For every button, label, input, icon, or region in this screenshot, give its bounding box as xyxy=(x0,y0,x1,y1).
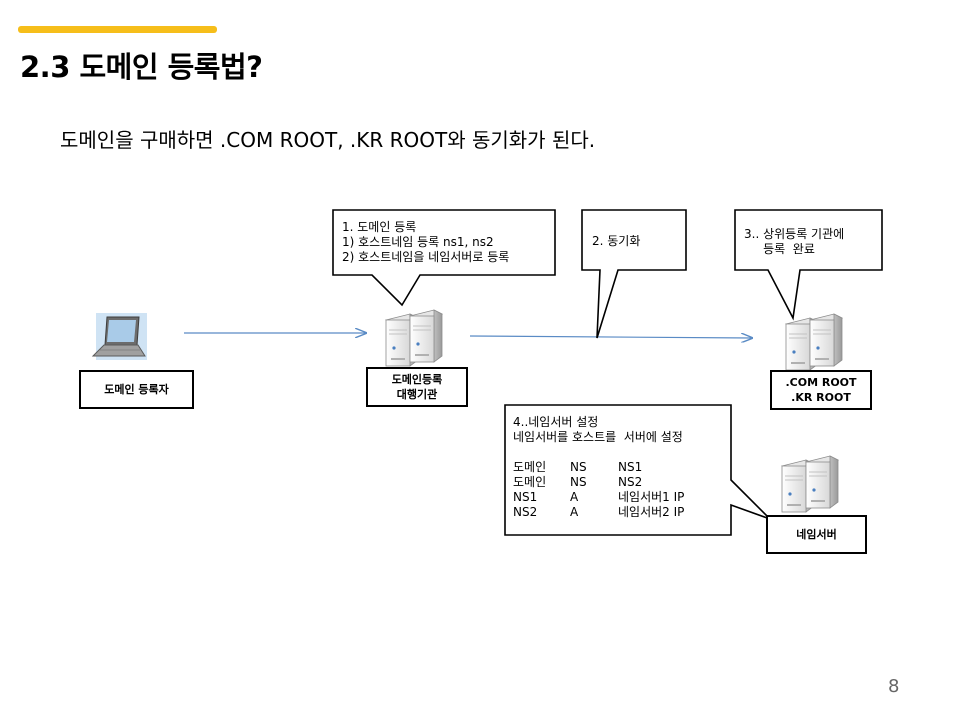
callout-step1-text: 1. 도메인 등록 1) 호스트네임 등록 ns1, ns2 2) 호스트네임을… xyxy=(342,220,509,265)
callout-step4-line1: 4..네임서버 설정 xyxy=(513,415,599,429)
registrar-label-line2: 대행기관 xyxy=(396,388,438,401)
dns-record-row: NS2 A 네임서버2 IP xyxy=(513,505,738,520)
callout-step1-line: 1) 호스트네임 등록 ns1, ns2 xyxy=(342,235,494,249)
callout-step1-bubble xyxy=(332,209,556,307)
callout-step2-text: 2. 동기화 xyxy=(592,234,641,248)
callout-step1-line: 1. 도메인 등록 xyxy=(342,220,417,234)
dns-record-row: NS1 A 네임서버1 IP xyxy=(513,490,738,505)
nameserver-label: 네임서버 xyxy=(766,515,867,554)
root-label: .COM ROOT .KR ROOT xyxy=(770,370,872,410)
registrant-label: 도메인 등록자 xyxy=(79,370,194,409)
callout-step3-text: 3.. 상위등록 기관에 등록 완료 xyxy=(744,227,844,257)
callout-step3-line1: 3.. 상위등록 기관에 xyxy=(744,227,845,241)
registrar-label: 도메인등록 대행기관 xyxy=(366,367,468,407)
dns-record-value: NS2 xyxy=(618,475,643,489)
dns-record-type: NS xyxy=(570,460,587,474)
dns-record-type: NS xyxy=(570,475,587,489)
callout-step2-bubble xyxy=(581,209,687,339)
callout-step4-line2: 네임서버를 호스트를 서버에 설정 xyxy=(513,430,683,444)
dns-record-name: 도메인 xyxy=(513,460,547,474)
dns-record-name: NS1 xyxy=(513,490,538,504)
dns-record-value: NS1 xyxy=(618,460,643,474)
dns-record-row: 도메인 NS NS2 xyxy=(513,475,738,490)
dns-record-name: NS2 xyxy=(513,505,538,519)
laptop-icon xyxy=(91,313,147,360)
registrar-label-line1: 도메인등록 xyxy=(391,373,443,386)
callout-step3-line2: 등록 완료 xyxy=(744,242,815,256)
callout-step1-line: 2) 호스트네임을 네임서버로 등록 xyxy=(342,250,510,264)
dns-record-type: A xyxy=(570,490,579,504)
root-label-line2: .KR ROOT xyxy=(791,391,851,404)
root-server-icon xyxy=(785,313,843,371)
callout-step4-text: 4..네임서버 설정 네임서버를 호스트를 서버에 설정 도메인 NS NS1 … xyxy=(513,415,738,520)
dns-record-type: A xyxy=(570,505,579,519)
nameserver-server-icon xyxy=(781,455,839,513)
callout-step4-bubble xyxy=(504,404,771,536)
slide-title: 2.3 도메인 등록법? xyxy=(20,50,263,84)
arrow-registrar-to-root xyxy=(469,336,752,338)
slide-subtitle: 도메인을 구매하면 .COM ROOT, .KR ROOT와 동기화가 된다. xyxy=(60,128,596,152)
nameserver-label-text: 네임서버 xyxy=(796,528,837,541)
root-label-line1: .COM ROOT xyxy=(785,376,857,389)
dns-record-row: 도메인 NS NS1 xyxy=(513,460,738,475)
registrar-server-icon xyxy=(385,309,443,367)
dns-record-value: 네임서버2 IP xyxy=(618,505,685,519)
registrant-label-text: 도메인 등록자 xyxy=(104,383,169,396)
dns-record-value: 네임서버1 IP xyxy=(618,490,685,504)
dns-record-name: 도메인 xyxy=(513,475,547,489)
title-accent-bar xyxy=(18,26,217,33)
page-number: 8 xyxy=(888,676,900,697)
callout-step3-bubble xyxy=(734,209,883,321)
